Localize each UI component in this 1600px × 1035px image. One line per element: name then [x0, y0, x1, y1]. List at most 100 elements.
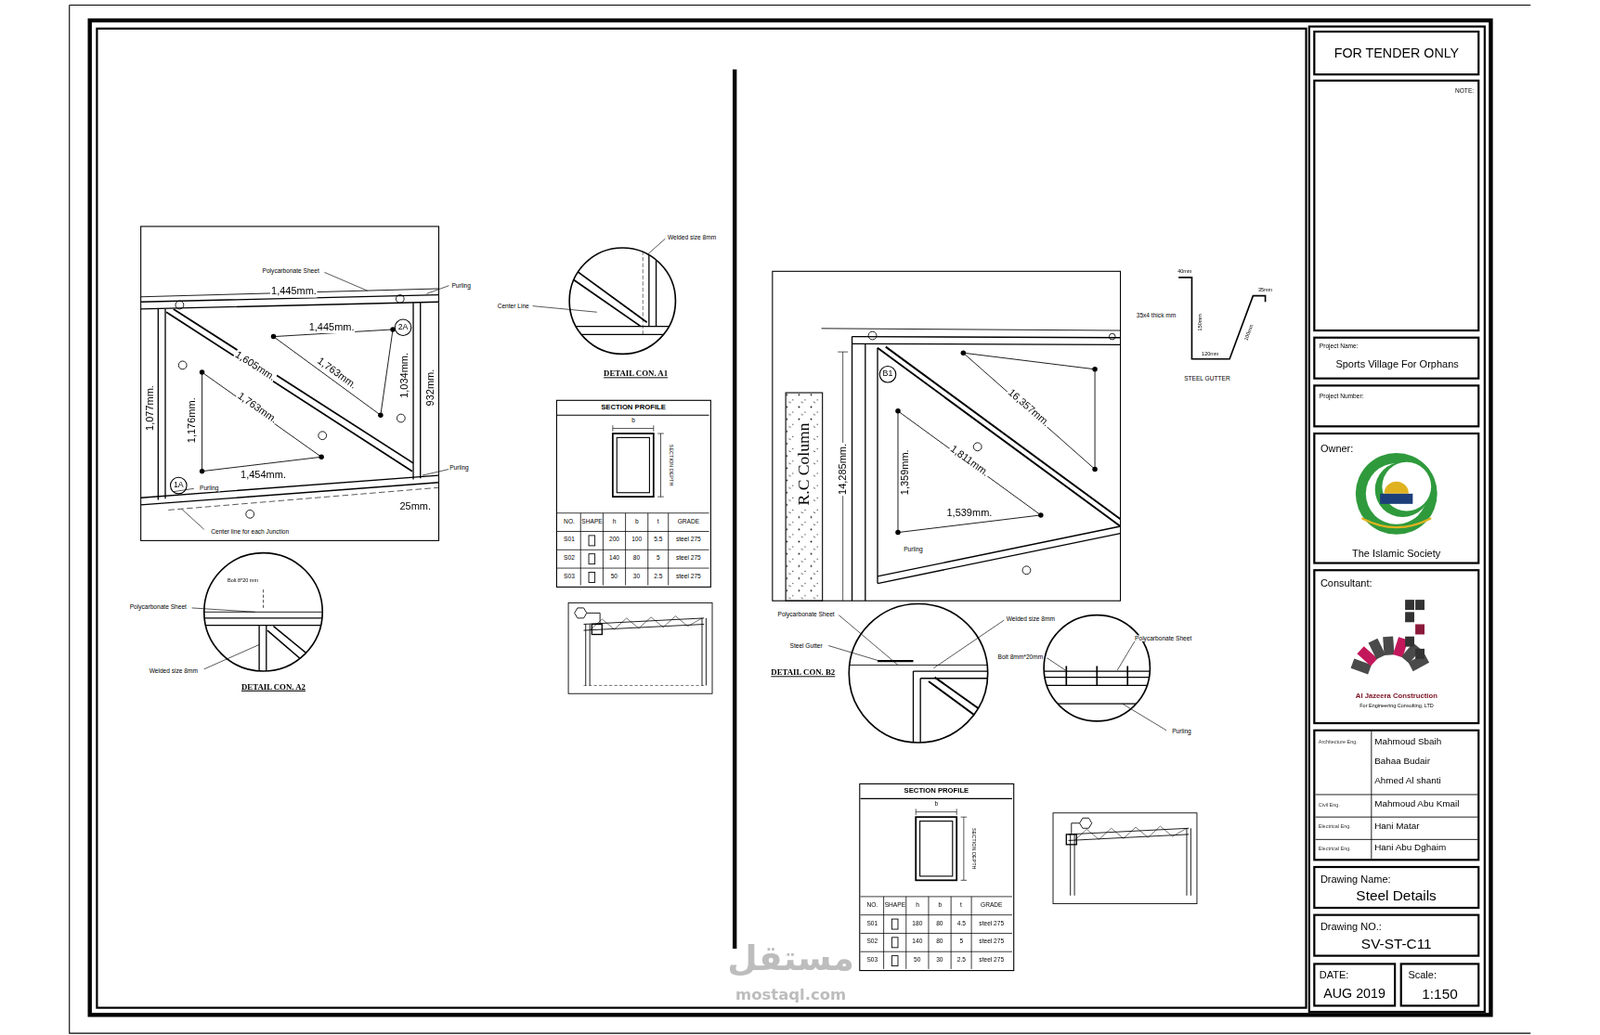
table-cell: b [635, 518, 639, 525]
truss-elevation-rect [785, 392, 823, 601]
callout-label: Steel Gutter [788, 642, 823, 650]
watermark: mostaql.com [734, 988, 847, 1004]
truss-elevation-g-circle [961, 350, 966, 355]
truss-elevation-path [877, 526, 1121, 585]
callout-label: Polycarbonate Sheet [129, 603, 188, 611]
box-decoration [1314, 571, 1478, 723]
sheet-frame-path [69, 4, 1532, 1034]
truss-elevation [772, 271, 1266, 601]
sheet-frame [69, 4, 1532, 1034]
tender-stamp-box: FOR TENDER ONLY [1313, 30, 1480, 76]
detail-circle-circle [1043, 615, 1150, 722]
box-decoration [1314, 731, 1478, 859]
drawing-number-box: Drawing NO.:SV-ST-C11 [1313, 914, 1480, 958]
scale-box: Scale: 1:150 [1400, 962, 1481, 1007]
truss-elevation-path [1178, 277, 1265, 360]
callout-label: Bolt 8*20 mm [226, 577, 260, 584]
truss-elevation-rect [141, 226, 440, 541]
box-text: AUG 2019 [1323, 987, 1386, 1002]
key-plan-thumbnail-rect [568, 602, 713, 694]
leader-line-path [192, 608, 256, 612]
owner-logo [1355, 453, 1438, 535]
key-plan-thumbnail-g [1053, 813, 1197, 905]
detail-circle-g-path [649, 239, 657, 326]
detail-circle-circle [848, 604, 988, 743]
truss-elevation-g [868, 331, 1116, 575]
table-cell: S01 [563, 536, 575, 544]
detail-circle-g-path [267, 626, 319, 669]
box-text: Al Jazeera Construction [1355, 691, 1438, 700]
dimension-label: 1,811mm. [947, 442, 991, 480]
dimension-label: 1,359mm. [899, 448, 911, 496]
leader-line-path [422, 468, 450, 476]
project-name-box: Project Name:Sports Village For Orphans [1313, 337, 1480, 380]
box-text: Consultant: [1320, 577, 1373, 589]
box-text: 1:150 [1421, 987, 1458, 1003]
dimension-label: 1,034mm. [399, 351, 411, 400]
detail-circle [198, 239, 1156, 750]
truss-elevation-path [141, 475, 440, 506]
member-label: R.C Column [795, 421, 813, 507]
leader-line-path [426, 286, 449, 295]
key-plan-thumbnail-g-path [1071, 823, 1080, 835]
dimension-label: SECTION DEPTH [666, 444, 673, 487]
truss-elevation-path [413, 301, 421, 480]
box-text: Project Number: [1319, 392, 1365, 400]
leader-line-path [1122, 703, 1167, 731]
box-text: Scale: [1407, 969, 1437, 981]
sheet-frame-line [732, 69, 737, 950]
dimension-label: 150mm [1196, 312, 1203, 333]
box-text: Steel Details [1355, 888, 1436, 905]
table-cell: 80 [936, 938, 943, 946]
truss-elevation-polygon [962, 352, 1095, 469]
table-cell: GRADE [980, 901, 1002, 909]
table-cell: steel 275 [676, 573, 702, 581]
truss-elevation-g-circle [895, 530, 900, 535]
leader-line-path [324, 272, 367, 291]
box-text: NOTE: [1455, 88, 1474, 95]
truss-elevation-g-circle [318, 455, 324, 460]
detail-circle-g-path [198, 611, 326, 613]
detail-circle-g [560, 239, 684, 337]
table-cell: 180 [911, 920, 923, 927]
detail-circle-g-path [560, 326, 684, 336]
table-title: SECTION PROFILE [600, 403, 666, 411]
leader-line-path [1117, 639, 1136, 671]
truss-elevation-g-circle [973, 442, 982, 452]
key-plan-thumbnail-g-rect [1066, 834, 1077, 846]
truss-elevation-g-circle [396, 414, 405, 423]
key-plan-thumbnail-g-rect [1053, 813, 1197, 905]
key-plan-thumbnail-path [574, 608, 587, 619]
table-cell: steel 275 [676, 555, 702, 562]
watermark: مستقل [726, 940, 856, 977]
dimension-label: 1,445mm. [308, 322, 356, 334]
truss-elevation-g-circle [199, 369, 205, 375]
callout-label: 35x4 thick mm [1135, 312, 1178, 319]
table-cell: 2.5 [653, 573, 663, 581]
truss-elevation-rect [772, 271, 1121, 601]
callout-number: B1 [882, 370, 895, 379]
dimension-label: 25mm. [398, 501, 432, 513]
truss-elevation-g-circle [1092, 366, 1097, 372]
dimension-label: 1,445mm. [270, 286, 318, 299]
callout-label: Welded size 8mm [1005, 616, 1056, 624]
box-text: Bahaa Budair [1374, 756, 1431, 768]
leader-line-path [182, 508, 205, 530]
callout-label: Center Line [496, 302, 531, 310]
dimension-label: 35mm [1257, 286, 1274, 293]
table-cell: 5 [656, 555, 661, 562]
title-grid [1314, 731, 1478, 859]
detail-circle-g-path [842, 664, 996, 666]
callout-label: Polycarbonate Sheet [260, 268, 320, 275]
truss-elevation-path [852, 337, 878, 602]
key-plan-thumbnail-path [585, 618, 707, 687]
box-text: SV-ST-C11 [1361, 936, 1432, 953]
box-text: Hani Abu Dghaim [1374, 844, 1446, 855]
leader-line-path [647, 238, 666, 256]
box-text: Drawing Name: [1320, 873, 1392, 885]
truss-elevation-g-circle [395, 295, 404, 304]
section-profile-drawing [557, 415, 710, 586]
truss-elevation-g-circle [271, 334, 276, 339]
owner-box: Owner:The Islamic Society [1313, 432, 1480, 565]
truss-elevation-path [821, 328, 1121, 331]
